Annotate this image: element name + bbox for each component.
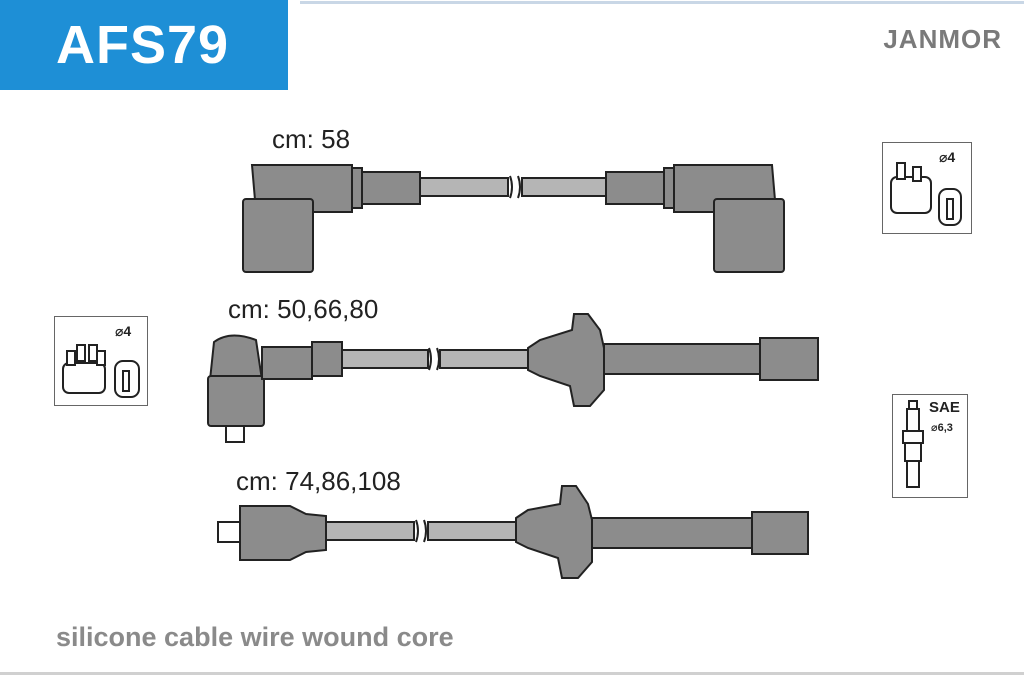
cable-3-wire-right [427,521,517,541]
cable-2-left-boot-body [207,375,265,427]
distributor-cap-inset-right: ⌀4 [882,142,972,234]
cable-1-right-collar [663,167,675,209]
distributor-right-diameter: ⌀4 [939,149,956,165]
cable-3-length-label: cm: 74,86,108 [236,466,401,496]
cable-3-left-boot [239,505,327,561]
cable-2-wire-left [341,349,429,369]
spark-plug-icon [902,400,924,488]
cable-1-wire-left [419,177,509,197]
cable-3 [217,485,809,579]
cable-2-length-label: cm: 50,66,80 [228,294,379,324]
cable-1-wire-right [521,177,611,197]
part-number-banner: AFS79 [0,0,288,90]
cable-1-right-sleeve [605,171,665,205]
cable-2-left-sleeve [311,341,343,377]
cable-3-break-mark [415,519,427,543]
cable-1-length-label: cm: 58 [272,124,351,154]
cable-1-left-boot-body [242,198,314,273]
cable-2 [207,313,819,443]
cable-1-left-collar [351,167,363,209]
cable-2-left-terminal [225,425,245,443]
spark-plug-diameter: ⌀6,3 [931,422,953,434]
cable-2-plug-end [759,337,819,381]
cable-2-plug-boot [527,313,605,407]
distributor-left-diameter: ⌀4 [115,323,132,339]
cable-2-left-collar [261,346,313,380]
cable-1-left-sleeve [361,171,421,205]
spark-plug-standard: SAE [929,399,960,416]
cable-3-plug-boot [515,485,593,579]
cable-3-left-terminal [217,521,241,543]
cable-3-wire-left [325,521,415,541]
cable-2-plug-tube [603,343,761,375]
distributor-cap-inset-left: ⌀4 [54,316,148,406]
product-description: silicone cable wire wound core [56,622,454,652]
cable-2-left-boot [208,334,264,381]
cable-3-plug-end [751,511,809,555]
brand-name: JANMOR [883,24,1002,54]
cable-3-plug-tube [591,517,753,549]
part-number: AFS79 [56,15,230,75]
spark-plug-inset: SAE ⌀6,3 [892,394,968,498]
footer-rule [0,672,1024,675]
distributor-cap-icon [62,344,140,398]
header-rule [300,1,1024,4]
cable-2-wire-right [439,349,529,369]
cable-1 [242,164,785,273]
cable-1-break-mark [509,175,521,199]
cable-1-right-boot-body [713,198,785,273]
cable-2-break-mark [428,347,440,371]
distributor-cap-icon [890,162,962,226]
